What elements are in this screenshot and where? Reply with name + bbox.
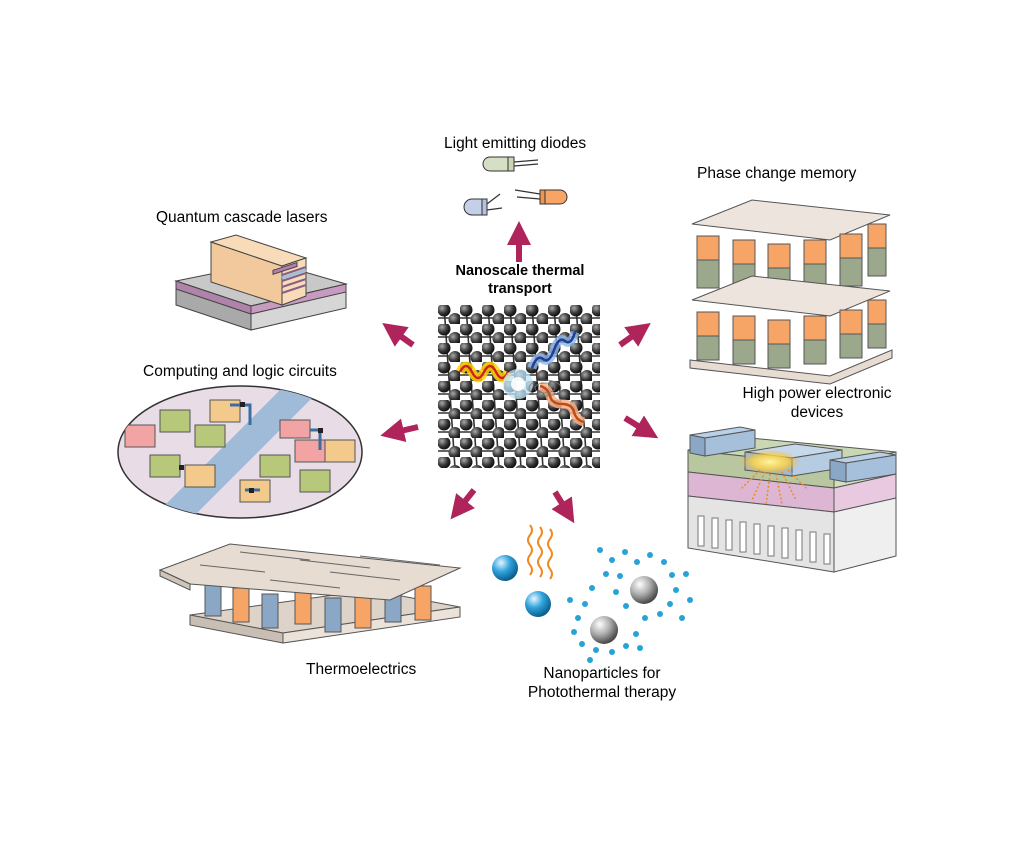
power-device-illustration bbox=[687, 426, 897, 573]
label-power-line1: High power electronic bbox=[742, 385, 892, 402]
arrow-right bbox=[623, 415, 659, 439]
label-nano-line1: Nanoparticles for bbox=[543, 665, 661, 682]
label-nano: Nanoparticles for Photothermal therapy bbox=[512, 664, 692, 702]
label-power: High power electronic devices bbox=[727, 384, 907, 422]
label-thermo: Thermoelectrics bbox=[306, 661, 417, 678]
label-logic: Computing and logic circuits bbox=[143, 363, 337, 380]
pcm-illustration bbox=[689, 199, 893, 385]
center-title-line2: transport bbox=[488, 281, 552, 297]
label-nano-line2: Photothermal therapy bbox=[527, 684, 677, 701]
arrow-lower-right bbox=[551, 490, 575, 524]
thermo-illustration bbox=[158, 543, 462, 644]
center-title: Nanoscale thermal transport bbox=[440, 262, 600, 298]
arrow-lower-left bbox=[450, 488, 477, 520]
label-pcm: Phase change memory bbox=[697, 165, 857, 182]
arrow-left bbox=[380, 418, 419, 442]
arrow-upper-right bbox=[618, 323, 651, 348]
label-power-line2: devices bbox=[790, 404, 844, 421]
led-illustration bbox=[463, 156, 568, 216]
lattice-figure bbox=[438, 304, 600, 469]
arrow-upper-left bbox=[382, 323, 415, 348]
center-title-line1: Nanoscale thermal bbox=[455, 263, 585, 279]
logic-illustration bbox=[117, 385, 363, 519]
qcl-illustration bbox=[174, 234, 348, 331]
label-qcl: Quantum cascade lasers bbox=[156, 209, 328, 226]
arrows bbox=[380, 221, 659, 524]
label-led: Light emitting diodes bbox=[444, 135, 587, 152]
nanoparticle-illustration bbox=[492, 524, 693, 663]
